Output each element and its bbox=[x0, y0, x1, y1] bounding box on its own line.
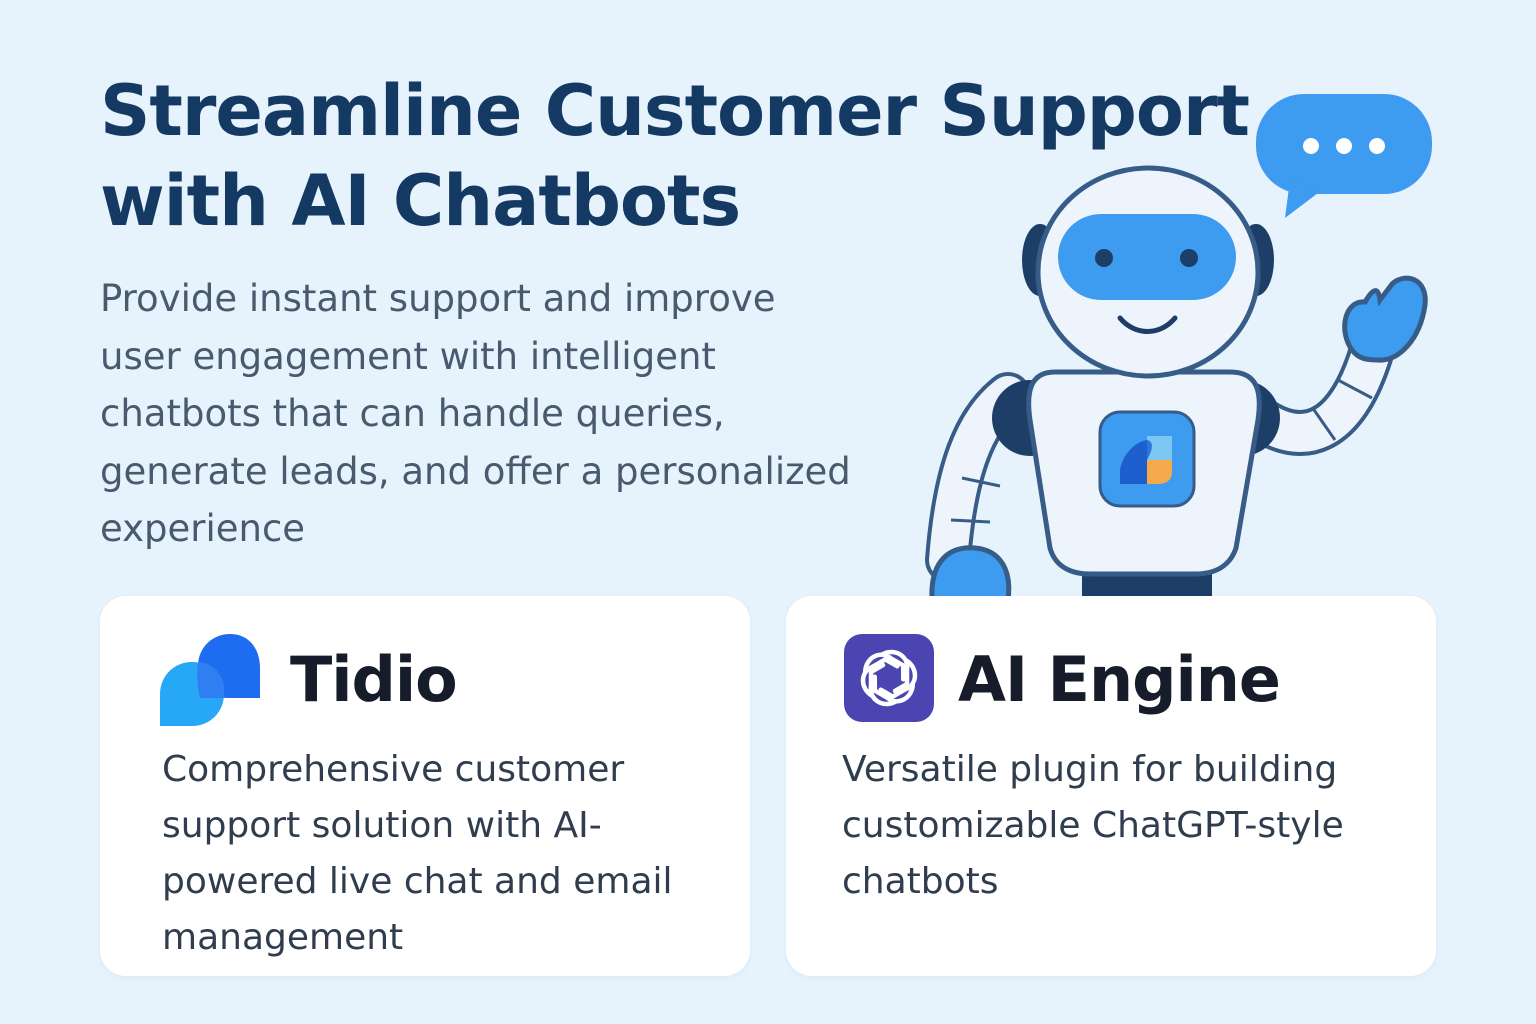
ai-engine-logo-icon bbox=[844, 634, 934, 726]
page-title: Streamline Customer Support with AI Chat… bbox=[100, 66, 1280, 246]
card-description-line: Versatile plugin for building bbox=[842, 749, 1338, 790]
tidio-card-description: Comprehensive customer support solution … bbox=[162, 742, 722, 966]
card-description-line: chatbots bbox=[842, 861, 999, 902]
page-title-line: Streamline Customer Support bbox=[100, 70, 1250, 152]
robot-icon bbox=[925, 94, 1432, 603]
ai-engine-card: AI Engine Versatile plugin for building … bbox=[786, 596, 1436, 976]
ai-engine-card-title: AI Engine bbox=[958, 643, 1281, 716]
page-subtitle: Provide instant support and improve user… bbox=[100, 270, 920, 558]
card-description-line: support solution with AI- bbox=[162, 805, 602, 846]
subtitle-line: experience bbox=[100, 507, 306, 550]
speech-bubble-icon bbox=[1256, 94, 1432, 218]
subtitle-line: user engagement with intelligent bbox=[100, 334, 716, 378]
card-description-line: Comprehensive customer bbox=[162, 749, 625, 790]
page-title-line: with AI Chatbots bbox=[100, 160, 741, 242]
robot-illustration bbox=[900, 80, 1460, 604]
card-description-line: powered live chat and email bbox=[162, 861, 673, 902]
tidio-card-title: Tidio bbox=[290, 643, 458, 716]
tidio-logo-icon bbox=[160, 634, 264, 730]
card-description-line: management bbox=[162, 917, 404, 958]
subtitle-line: chatbots that can handle queries, bbox=[100, 392, 725, 435]
subtitle-line: generate leads, and offer a personalized bbox=[100, 449, 851, 493]
ai-engine-card-description: Versatile plugin for building customizab… bbox=[842, 742, 1402, 910]
card-description-line: customizable ChatGPT-style bbox=[842, 805, 1344, 846]
subtitle-line: Provide instant support and improve bbox=[100, 277, 776, 320]
tidio-card: Tidio Comprehensive customer support sol… bbox=[100, 596, 750, 976]
